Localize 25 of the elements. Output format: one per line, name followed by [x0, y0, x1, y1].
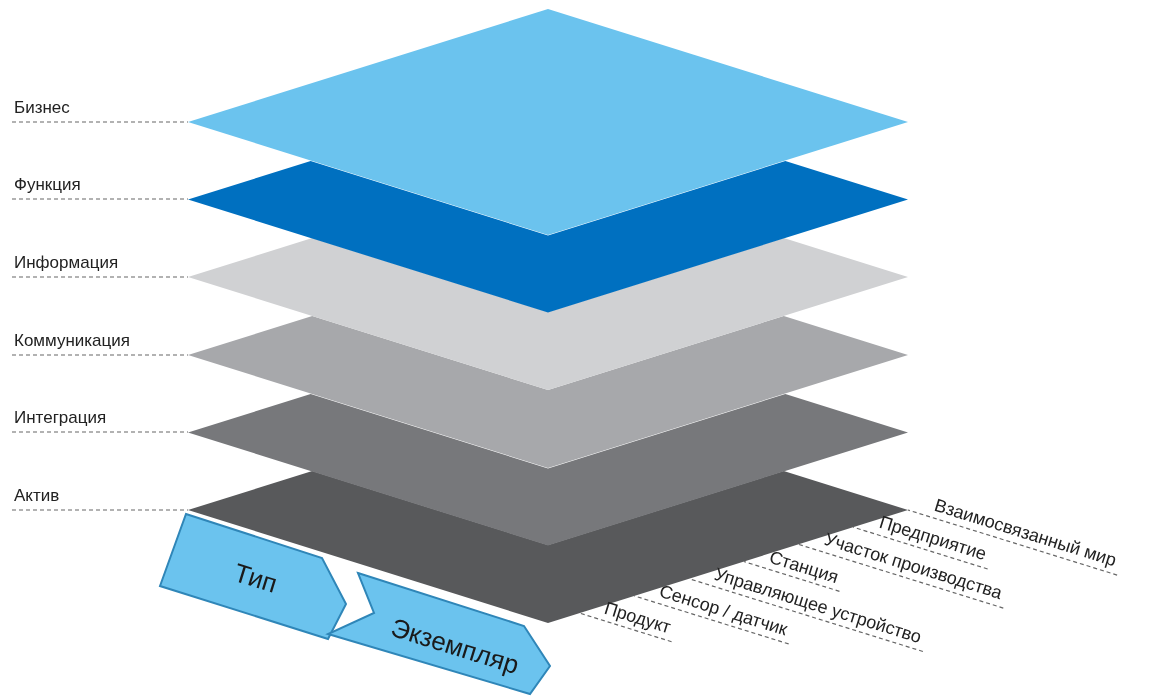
- leader-line: [743, 560, 841, 592]
- leader-line: [578, 612, 673, 643]
- layer-label: Информация: [14, 253, 119, 273]
- layer-plane: [188, 160, 908, 312]
- layer-label: Интеграция: [14, 408, 107, 428]
- layer-plane: [188, 9, 908, 235]
- leader-line: [852, 526, 989, 570]
- layer-label: Коммуникация: [14, 331, 130, 351]
- leader-line: [907, 509, 1118, 576]
- leader-line: [11, 354, 189, 356]
- leader-line: [11, 509, 189, 511]
- leader-line: [11, 121, 189, 123]
- leader-line: [11, 276, 189, 278]
- layer-label: Актив: [14, 486, 60, 506]
- layer-plane: [188, 238, 908, 390]
- layer-label: Функция: [14, 175, 81, 195]
- chevron-shape: [327, 572, 551, 695]
- layer-plane: [188, 316, 908, 468]
- leader-line: [633, 595, 790, 645]
- chevron-label: Тип: [230, 557, 281, 599]
- layer-label: Бизнес: [14, 98, 70, 118]
- leader-line: [11, 431, 189, 433]
- chevron-shape: [159, 513, 347, 640]
- leader-line: [797, 543, 1004, 609]
- leader-line: [11, 198, 189, 200]
